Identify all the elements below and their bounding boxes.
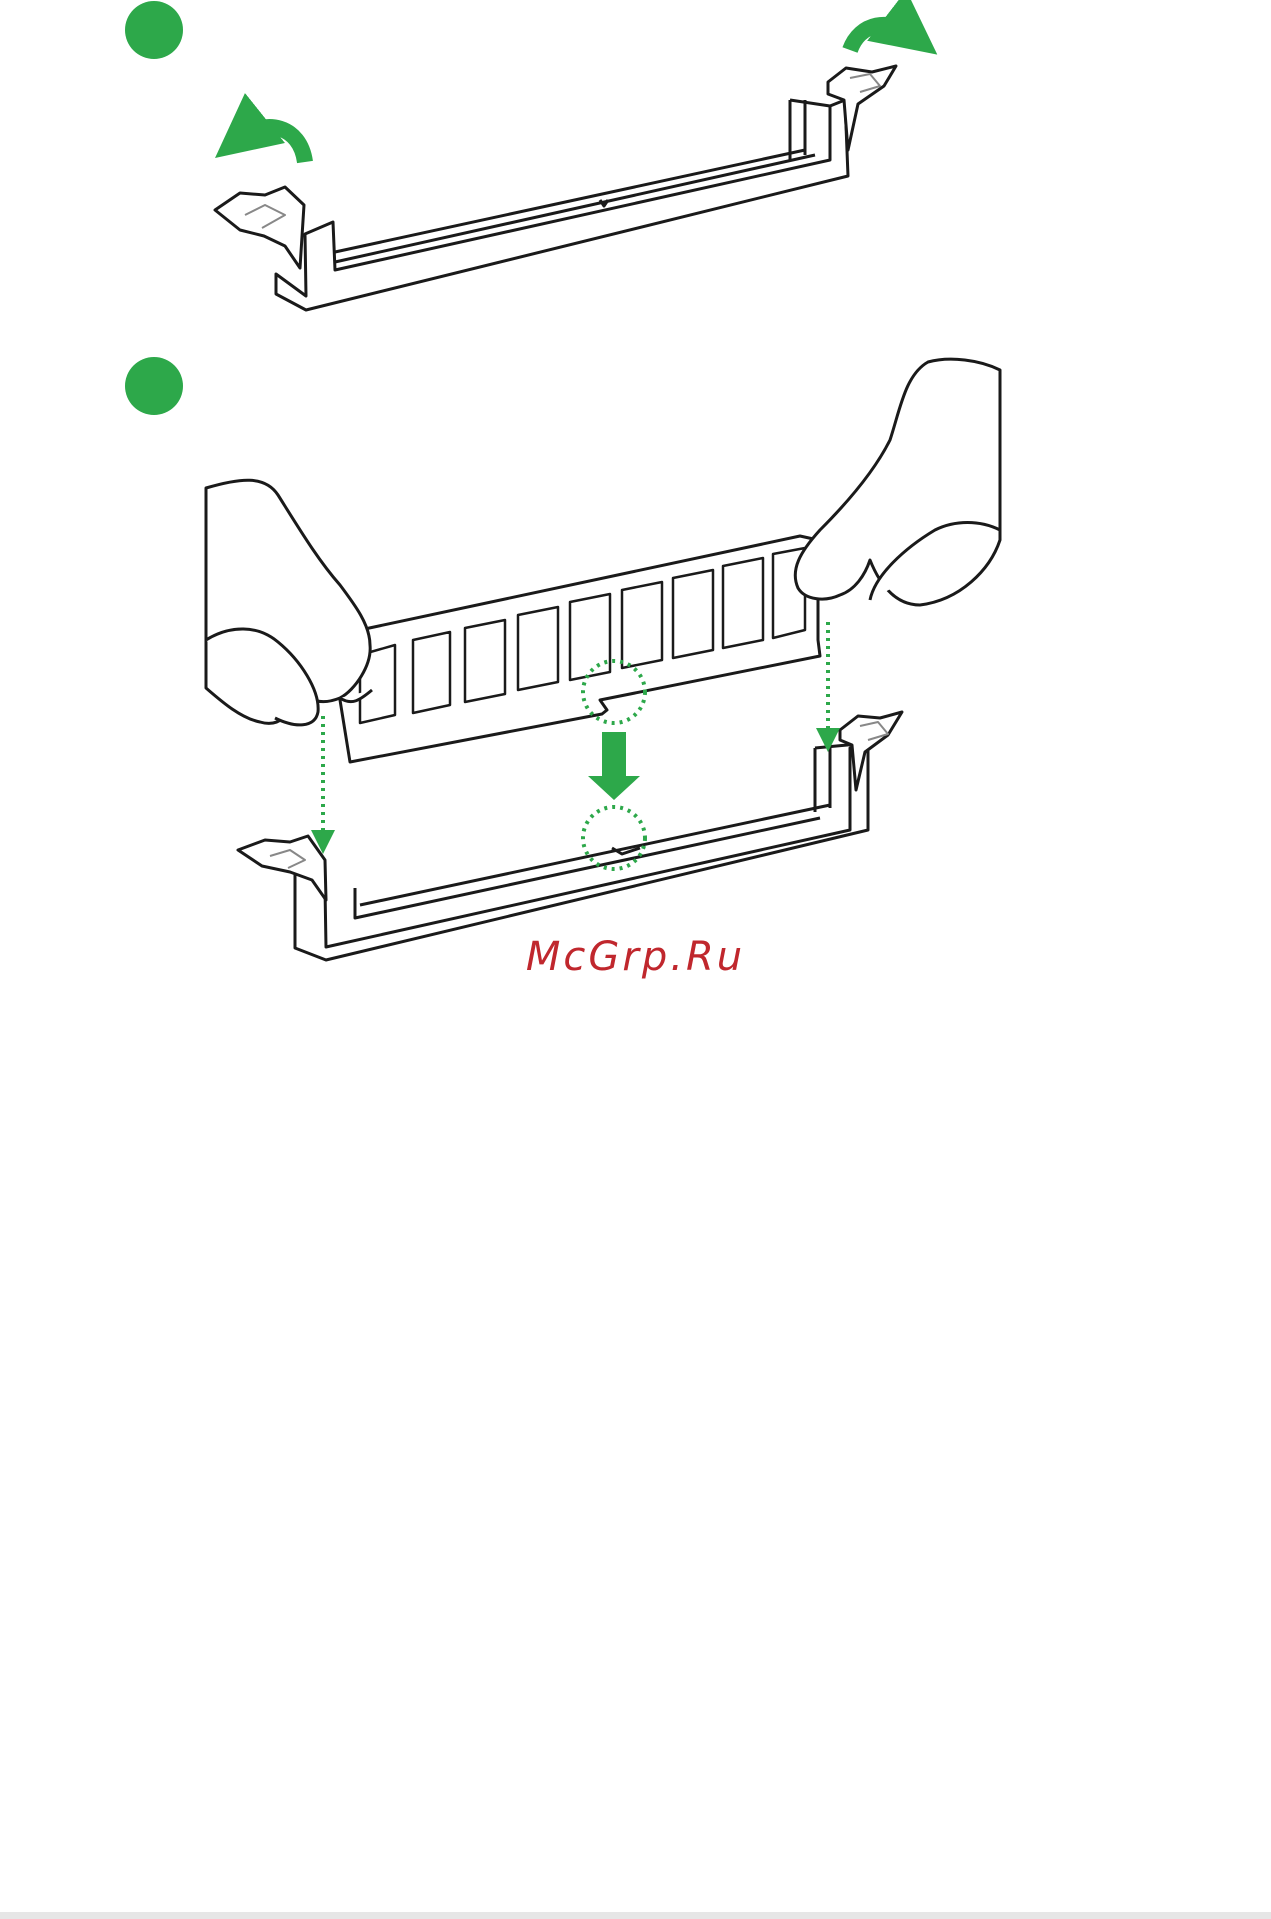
step-2-marker-icon <box>125 357 183 415</box>
watermark: McGrp.Ru <box>0 934 1271 980</box>
arrow-right-1-icon <box>850 25 912 50</box>
bottom-bar <box>0 1912 1271 1919</box>
memory-module-2 <box>340 536 820 762</box>
step-1 <box>125 1 912 310</box>
memory-slot-1 <box>276 100 848 310</box>
hand-left-icon <box>206 480 372 725</box>
arrow-left-1-icon <box>240 127 305 162</box>
step-1-marker-icon <box>125 1 183 59</box>
latch-left-1 <box>215 187 304 268</box>
arrow-down-2-icon <box>588 732 640 800</box>
hand-right-icon <box>795 359 1000 605</box>
memory-slot-2 <box>295 740 868 960</box>
step-2 <box>125 357 1000 960</box>
